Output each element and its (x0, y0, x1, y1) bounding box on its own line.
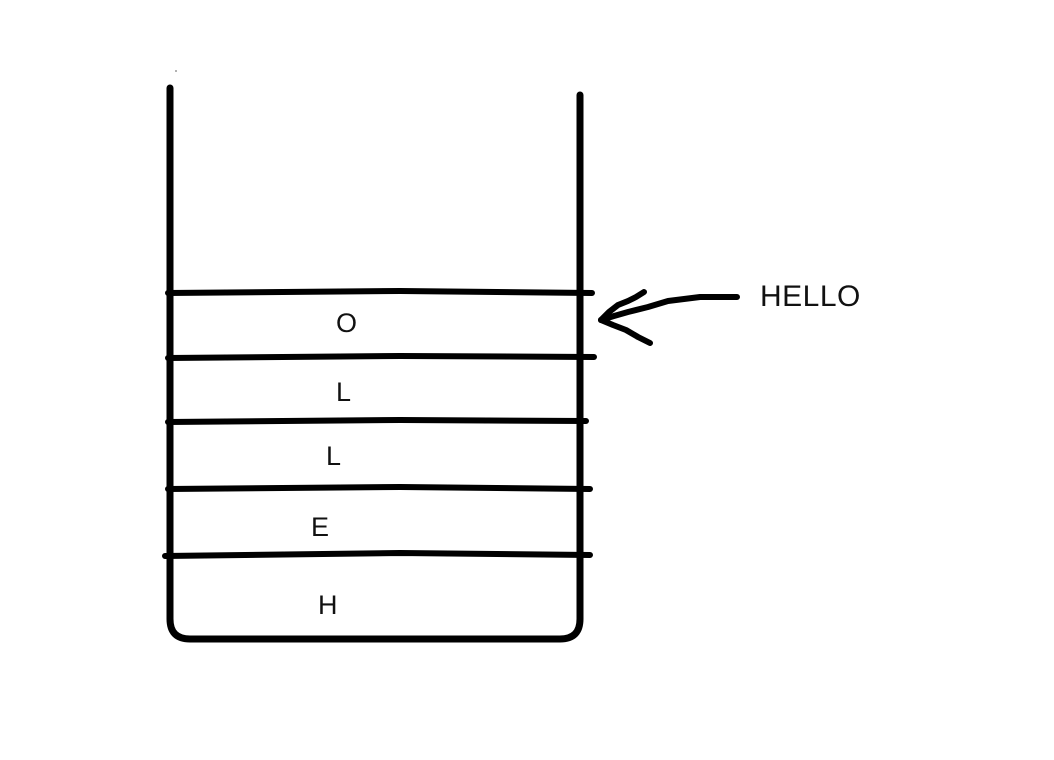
cell-letter-0: O (336, 308, 358, 338)
cell-letter-4: H (318, 590, 338, 620)
stray-dot-artifact (175, 70, 177, 72)
cell-letter-2: L (326, 441, 342, 471)
arrow-barb-upper (598, 289, 647, 323)
cell-divider-l-e (165, 483, 593, 492)
cell-letter-1: L (336, 377, 352, 407)
annotation-label-hello: HELLO (760, 280, 861, 313)
cell-divider-l-l (165, 416, 589, 425)
arrow-barb-lower (598, 317, 653, 346)
arrow-shaft (598, 294, 740, 323)
cell-divider-e-h (162, 549, 593, 559)
cell-divider-o-l (165, 352, 597, 361)
stack-container-outline (166, 84, 584, 643)
cell-divider-top-of-stack (165, 287, 595, 296)
cell-letter-3: E (311, 512, 330, 542)
